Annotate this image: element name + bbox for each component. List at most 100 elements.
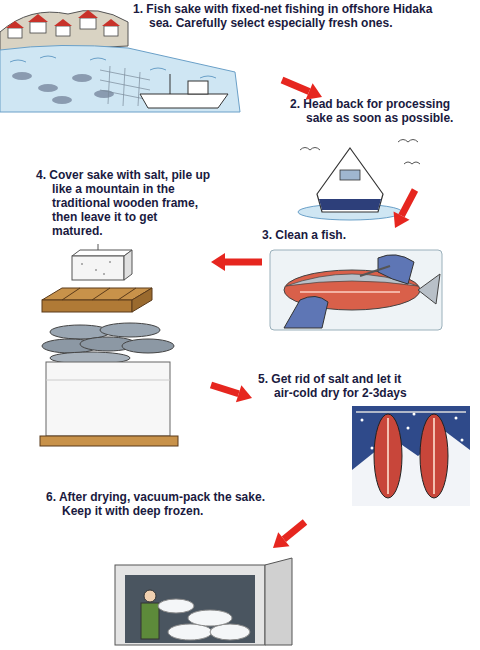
coast-scene-part (104, 26, 118, 36)
salting-frame-part (122, 339, 174, 353)
salting-frame-part (72, 256, 124, 280)
drying-scene-part (387, 418, 389, 494)
fish-cleaning-part (378, 255, 414, 284)
coast-scene-part (6, 21, 24, 28)
process-step: 4. Cover sake with salt, pile up like a … (36, 168, 211, 390)
drying-scene-part (455, 417, 458, 420)
coast-scene-part (170, 74, 171, 94)
freezer (115, 558, 292, 645)
coast-scene-part (28, 14, 48, 22)
boat-bow-part (319, 199, 381, 210)
coast-scene-part (78, 10, 98, 18)
drying-scene-part (413, 413, 416, 416)
salting-frame-part (95, 269, 97, 271)
coast-scene-part (30, 22, 46, 33)
flow-arrow (394, 190, 415, 228)
freezer-part (265, 558, 292, 645)
drying-scene-part (356, 411, 466, 413)
step-text: 1. Fish sake with fixed-net fishing in o… (133, 2, 433, 30)
drying-scene-part (352, 432, 470, 506)
arrow-head (211, 253, 225, 271)
arrow-shaft (402, 190, 415, 216)
boat-bow-part (300, 148, 320, 151)
step-text: 5. Get rid of salt and let it air-cold d… (258, 372, 412, 400)
step-text: 3. Clean a fish. (262, 228, 462, 242)
salting-frame-part (132, 288, 152, 312)
step-text: 2. Head back for processing sake as soon… (290, 97, 475, 125)
boat-bow-part (404, 162, 420, 164)
drying-scene-part (371, 447, 374, 450)
drying-scene-part (352, 406, 470, 506)
coast-scene-part (102, 19, 120, 26)
freezer-part (188, 610, 232, 626)
drying-scene-part (374, 414, 402, 498)
arrow-shaft (225, 259, 262, 266)
coast-scene-part (0, 45, 240, 112)
boat-bow-part (317, 148, 383, 212)
fish-cleaning-part (300, 291, 400, 293)
step-text: 6. After drying, vacuum-pack the sake. K… (46, 490, 273, 518)
salting-frame-part (109, 261, 111, 263)
arrow-shaft (282, 80, 309, 92)
drying-scene-part (407, 427, 410, 430)
drying-scene (352, 406, 470, 506)
coast-scene-part (56, 26, 70, 36)
coast-scene-part (140, 94, 228, 108)
salting-frame-part (46, 362, 170, 436)
coast-scene-part (8, 28, 22, 38)
drying-scene-part (361, 419, 364, 422)
coast-scene-part (52, 96, 72, 104)
fish-cleaning-part (284, 296, 328, 328)
coast-scene-part (38, 84, 58, 92)
process-step: 5. Get rid of salt and let it air-cold d… (252, 372, 412, 522)
arrow-head (273, 532, 290, 548)
salting-frame-part (72, 250, 132, 256)
freezer-part (168, 624, 212, 640)
flow-arrow (282, 80, 322, 100)
salting-frame-part (100, 323, 160, 337)
salting-frame-part (103, 273, 105, 275)
freezer-part (141, 603, 159, 639)
fish-cleaning-part (418, 274, 440, 304)
arrow-shaft (284, 522, 305, 539)
salting-frame-part (81, 263, 83, 265)
coast-scene-part (54, 19, 72, 26)
step-text: 4. Cover sake with salt, pile up like a … (36, 168, 211, 238)
freezer-part (158, 599, 194, 613)
process-step: 2. Head back for processing sake as soon… (290, 97, 475, 190)
freezer-part (210, 624, 250, 640)
coast-scene-part (94, 90, 114, 98)
coast-scene-part (72, 74, 92, 82)
process-step: 3. Clean a fish. (262, 228, 462, 275)
freezer-part (144, 590, 156, 602)
boat-bow-part (398, 140, 418, 143)
arrow-head (236, 385, 252, 402)
coast-scene-part (10, 56, 216, 78)
boat-bow-part (340, 170, 360, 180)
coast-scene-part (100, 66, 150, 106)
boat-bow (298, 140, 420, 221)
flow-arrow (211, 385, 252, 402)
fish-cleaning-part (270, 250, 442, 330)
freezer-part (125, 575, 255, 643)
drying-scene-part (461, 439, 464, 442)
salting-frame (40, 244, 178, 446)
salting-frame-part (124, 250, 132, 280)
freezer-part (115, 565, 265, 645)
salting-frame-part (118, 288, 136, 300)
drying-scene-part (433, 418, 435, 494)
arrow-head (394, 211, 410, 228)
fish-cleaning-part (360, 266, 390, 276)
salting-frame-part (40, 436, 178, 446)
process-step: 1. Fish sake with fixed-net fishing in o… (133, 2, 433, 80)
salting-frame-part (62, 288, 80, 300)
coast-scene-part (80, 18, 96, 29)
arrow-shaft (211, 385, 239, 394)
fish-cleaning (270, 250, 442, 330)
salting-frame-part (42, 300, 132, 312)
salting-frame-part (46, 380, 170, 381)
salting-frame-part (92, 288, 110, 300)
coast-scene-part (188, 81, 208, 94)
drying-scene-part (420, 414, 448, 498)
